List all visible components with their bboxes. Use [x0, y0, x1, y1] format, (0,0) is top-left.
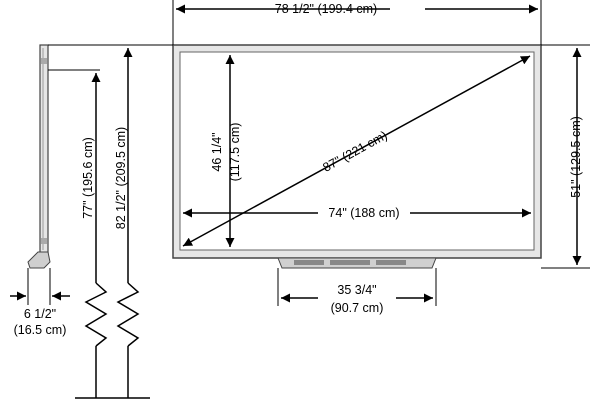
overall-height-dimension: 51" (129.5 cm): [569, 48, 583, 265]
side-view-board: [27, 44, 51, 269]
tray-width-label-2: (90.7 cm): [331, 301, 384, 315]
depth-dimension: 6 1/2" (16.5 cm): [10, 291, 70, 337]
overall-width-label: 78 1/2" (199.4 cm): [275, 2, 377, 16]
tray-width-label-1: 35 3/4": [337, 283, 376, 297]
overall-height-label: 51" (129.5 cm): [569, 116, 583, 198]
break-symbol-82: [116, 282, 140, 347]
depth-label-2: (16.5 cm): [14, 323, 67, 337]
screen-height-label-1: 46 1/4": [210, 132, 224, 171]
break-symbol-77: [84, 282, 108, 347]
floor-to-screen-label: 77" (195.6 cm): [81, 137, 95, 219]
floor-to-board-dimension: 82 1/2" (209.5 cm): [114, 48, 140, 398]
floor-to-screen-dimension: 77" (195.6 cm): [81, 73, 108, 398]
screen-height-dimension: 46 1/4" (117.5 cm): [210, 55, 242, 247]
depth-label-1: 6 1/2": [24, 307, 56, 321]
pen-tray: [277, 257, 437, 269]
floor-to-board-label: 82 1/2" (209.5 cm): [114, 127, 128, 229]
side-view-tray: [27, 251, 51, 269]
screen-height-label-2: (117.5 cm): [228, 123, 242, 182]
overall-width-dimension: 78 1/2" (199.4 cm): [176, 2, 538, 16]
screen-width-dimension: 74" (188 cm): [183, 206, 531, 220]
screen-width-label: 74" (188 cm): [328, 206, 399, 220]
tray-width-dimension: 35 3/4" (90.7 cm): [281, 283, 433, 315]
